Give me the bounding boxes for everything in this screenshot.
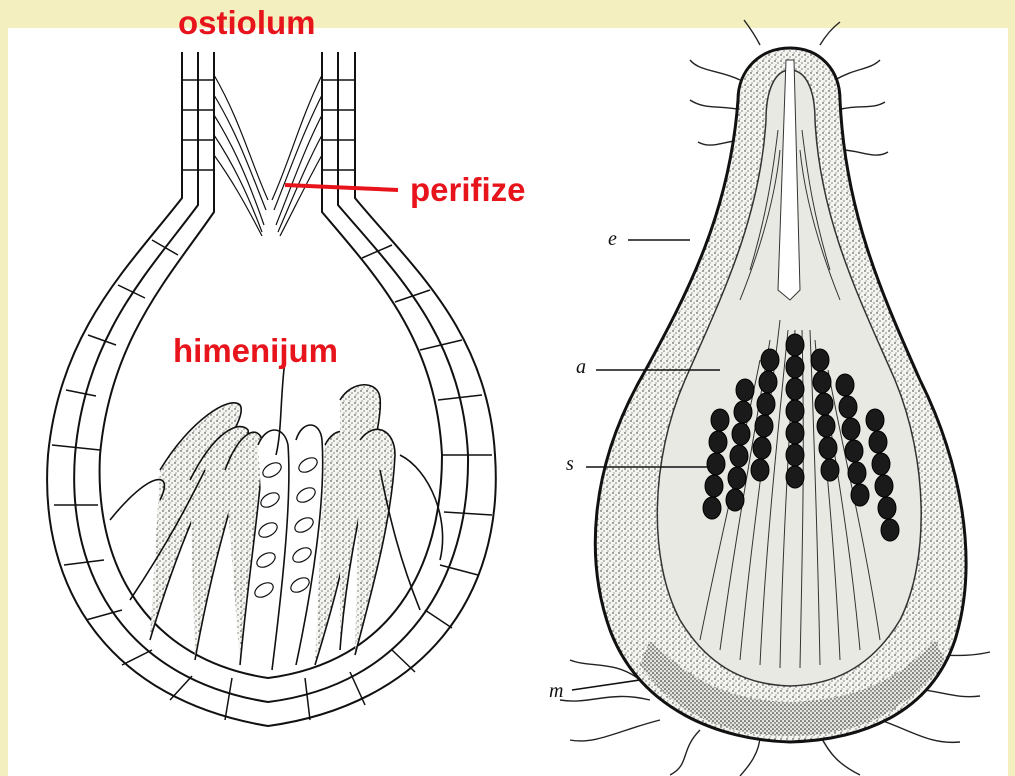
label-perifize: perifize xyxy=(410,173,526,206)
figure-letter-e: e xyxy=(608,229,617,249)
figure-letter-m: m xyxy=(549,681,563,701)
label-ostiolum: ostiolum xyxy=(178,6,316,39)
figure-letter-s: s xyxy=(566,454,574,474)
figure-letter-a: a xyxy=(576,357,586,377)
label-himenijum: himenijum xyxy=(173,334,338,367)
